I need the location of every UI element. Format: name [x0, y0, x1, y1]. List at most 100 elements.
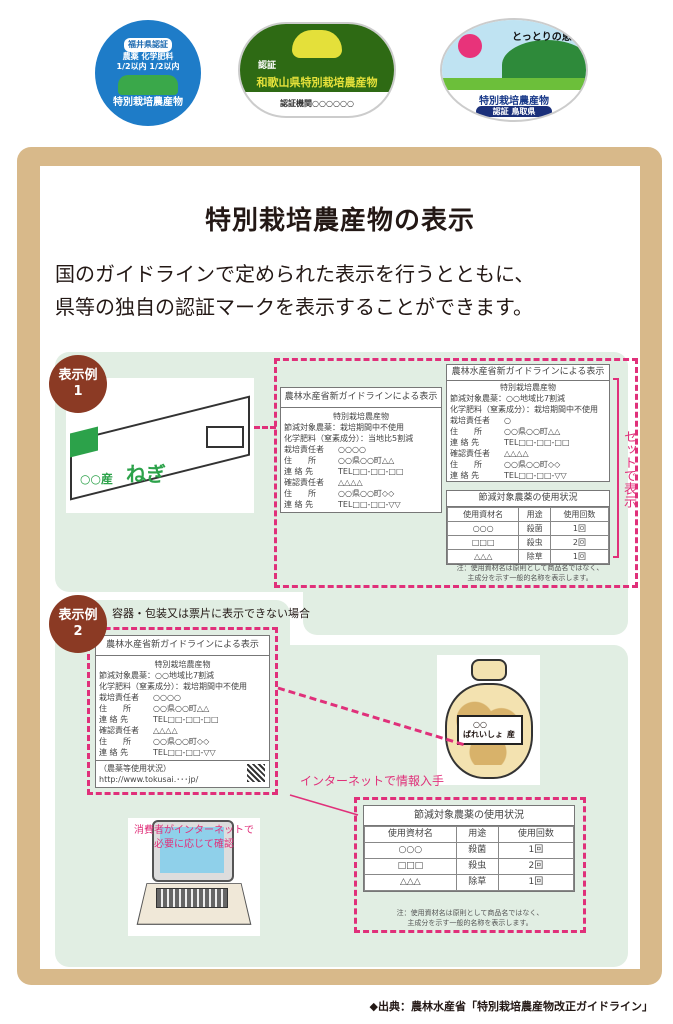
logo-text: 1/2以内 1/2以内: [116, 62, 180, 71]
note-line: 注：使用資材名は原則として商品名ではなく、: [456, 564, 604, 572]
column-header: 用途: [518, 507, 551, 522]
row-value: ○○県○○町△△: [153, 704, 210, 713]
row-label: 確認責任者: [284, 478, 324, 487]
cell: □□□: [446, 535, 520, 550]
dinosaur-icon: [118, 75, 178, 95]
table-caption: 特別栽培農産物: [333, 412, 389, 421]
cell: 殺虫: [518, 535, 551, 550]
row-value: ○: [504, 416, 511, 425]
bag-label-text: ○○: [473, 720, 487, 729]
column-header: 使用回数: [549, 507, 610, 522]
logo-text: 福井県認証: [124, 38, 172, 52]
row-label: 節減対象農薬：: [284, 423, 340, 432]
row-label: 住 所: [284, 456, 316, 465]
cell: 殺菌: [518, 521, 551, 536]
note-line: 主成分を示す一般的名称を表示します。: [467, 574, 593, 582]
footer-text: （農薬等使用状況）: [99, 764, 171, 773]
leaf-icon: [292, 30, 342, 58]
source-citation: ◆出典：農林水産省「特別栽培農産物改正ガイドライン」: [369, 1000, 653, 1013]
internet-label: インターネットで情報入手: [300, 774, 445, 788]
logo-text: 認証機関○○○○○○: [280, 99, 354, 108]
row-value: 栽培期間中不使用: [183, 682, 247, 691]
row-value: TEL□□-□□-□□: [504, 438, 570, 447]
logo-text: とっとりの恵み: [512, 32, 582, 43]
row-label: 化学肥料（窒素成分）：: [284, 434, 368, 443]
row-label: 連 絡 先: [99, 715, 129, 724]
note-line: 主成分を示す一般的名称を表示します。: [407, 919, 533, 927]
logo-text: 特別栽培農産物: [113, 97, 183, 108]
logo-text: 特別栽培農産物: [479, 96, 549, 107]
row-value: TEL□□-□□-□□: [153, 715, 219, 724]
cell: □□□: [364, 858, 457, 875]
note-line: 注：使用資材名は原則として商品名ではなく、: [396, 909, 544, 917]
row-value: ○○県○○町△△: [504, 427, 561, 436]
usage-note: 注：使用資材名は原則として商品名ではなく、主成分を示す一般的名称を表示します。: [450, 563, 610, 583]
fukui-certification-logo: 福井県認証 農薬 化学肥料 1/2以内 1/2以内 特別栽培農産物: [95, 20, 201, 126]
example2-caption: 容器・包装又は票片に表示できない場合: [112, 607, 310, 620]
computer-illustration: 消費者がインターネットで 必要に応じて確認: [128, 818, 260, 936]
table-caption: 特別栽培農産物: [154, 660, 211, 669]
column-header: 使用資材名: [446, 507, 520, 522]
cell: 1回: [549, 549, 610, 564]
label-table-right: 農林水産省新ガイドラインによる表示 特別栽培農産物 節減対象農薬：○○地域比7割…: [446, 364, 610, 482]
row-value: ○○県○○町◇◇: [338, 489, 395, 498]
consumer-label: 消費者がインターネットで 必要に応じて確認: [128, 824, 260, 852]
bag-label-text: 産: [507, 730, 515, 739]
example2-dashed-box: [87, 627, 278, 795]
row-value: ○○県○○町◇◇: [153, 737, 210, 746]
tottori-certification-logo: とっとりの恵み 特別栽培農産物 認証 鳥取県: [440, 18, 588, 122]
row-value: ○○県○○町△△: [338, 456, 395, 465]
table-caption: 特別栽培農産物: [500, 383, 556, 392]
page-title: 特別栽培農産物の表示: [204, 206, 475, 236]
table-header: 農林水産省新ガイドラインによる表示: [96, 636, 269, 656]
label-table-left: 農林水産省新ガイドラインによる表示 特別栽培農産物 節減対象農薬：栽培期間中不使…: [280, 387, 442, 513]
logo-text: 農薬 化学肥料: [122, 52, 174, 61]
row-label: 住 所: [450, 460, 482, 469]
row-value: ○○地域比7割減: [155, 671, 215, 680]
row-value: TEL□□-□□-□□: [338, 467, 404, 476]
row-label: 化学肥料（窒素成分）：: [99, 682, 183, 691]
row-label: 化学肥料（窒素成分）：: [450, 405, 534, 414]
row-value: △△△△: [504, 449, 529, 458]
logo-text: 認証 鳥取県: [476, 106, 552, 117]
table-header: 農林水産省新ガイドラインによる表示: [281, 388, 441, 408]
row-label: 確認責任者: [450, 449, 490, 458]
label-table-example2: 農林水産省新ガイドラインによる表示 特別栽培農産物 節減対象農薬：○○地域比7割…: [95, 635, 270, 788]
cell: ○○○: [446, 521, 520, 536]
package-product-text: ねぎ: [126, 462, 166, 486]
row-value: TEL□□-□□-▽▽: [338, 500, 401, 509]
row-label: 節減対象農薬：: [450, 394, 506, 403]
connector-line: [254, 426, 276, 429]
row-label: 栽培責任者: [99, 693, 139, 702]
badge-label: 表示例: [58, 368, 98, 383]
cell: 1回: [549, 521, 610, 536]
row-label: 確認責任者: [99, 726, 139, 735]
row-label: 栽培責任者: [284, 445, 324, 454]
cell: 殺虫: [455, 858, 499, 875]
consumer-label-line: 消費者がインターネットで: [134, 825, 254, 836]
row-label: 連 絡 先: [284, 500, 314, 509]
row-label: 栽培責任者: [450, 416, 490, 425]
url-link[interactable]: http://www.tokusai.･･･jp/: [99, 775, 199, 784]
column-header: 用途: [455, 826, 499, 843]
set-label: セットで表示: [621, 430, 636, 508]
potato-bag-illustration: ○○ ばれいしょ産: [437, 655, 540, 785]
row-label: 住 所: [450, 427, 482, 436]
usage-note: 注：使用資材名は原則として商品名ではなく、主成分を示す一般的名称を表示します。: [362, 908, 578, 928]
row-value: 栽培期間中不使用: [534, 405, 598, 414]
row-label: 連 絡 先: [450, 471, 480, 480]
row-value: ○○○○: [338, 445, 366, 454]
row-value: TEL□□-□□-▽▽: [153, 748, 216, 757]
set-bracket: [613, 378, 619, 558]
cell: 1回: [497, 842, 575, 859]
row-value: △△△△: [338, 478, 363, 487]
column-header: 使用資材名: [364, 826, 457, 843]
